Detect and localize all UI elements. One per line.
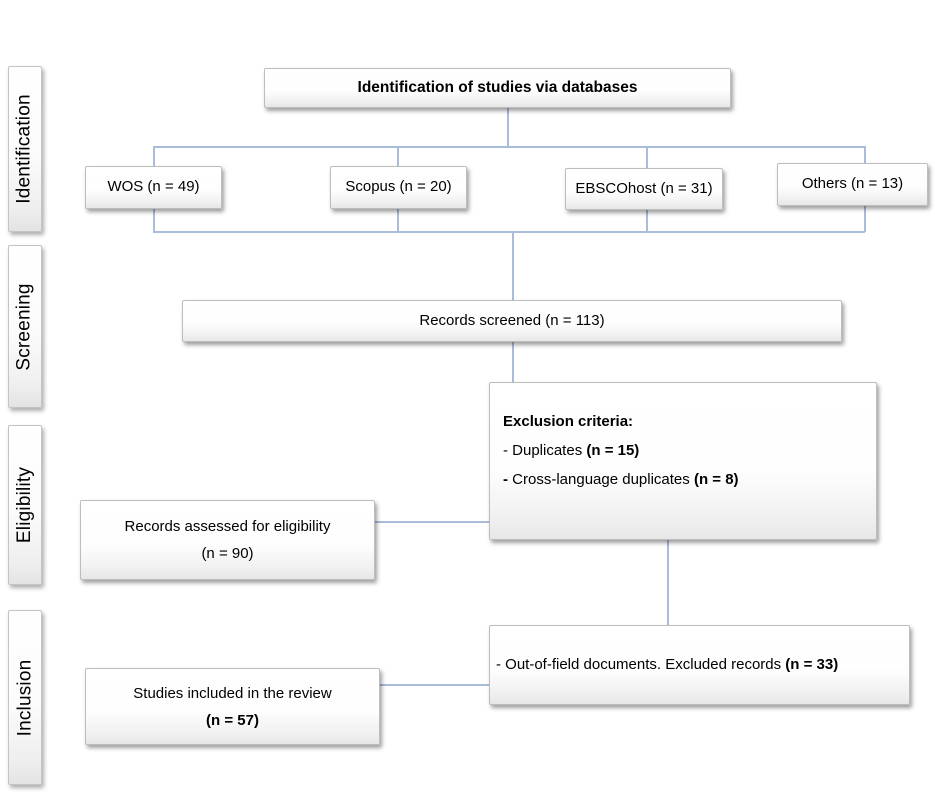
records-screened-label: Records screened (n = 113) [419,311,605,329]
database-box-others-label: Others (n = 13) [801,175,904,193]
stage-identification: Identification [8,66,42,232]
connector-mid-horizontal [153,231,865,233]
stage-identification-label: Identification [14,94,36,204]
studies-included-line1: Studies included in the review [133,684,332,702]
exclusion-criteria-content: Exclusion criteria: - Duplicates (n = 15… [490,383,876,494]
stage-inclusion: Inclusion [8,610,42,785]
exclusion-criteria-heading: Exclusion criteria: [503,413,634,430]
exclusion-criteria-box: Exclusion criteria: - Duplicates (n = 15… [489,382,877,540]
stage-eligibility-label: Eligibility [14,466,35,544]
records-assessed-line1: Records assessed for eligibility [124,518,331,535]
database-box-others: Others (n = 13) [777,163,928,206]
database-box-ebscohost: EBSCOhost (n = 31) [565,168,723,210]
records-assessed-box: Records assessed for eligibility (n = 90… [80,500,375,580]
connector-title-stub [507,108,509,147]
database-box-ebscohost-label: EBSCOhost (n = 31) [575,179,713,197]
connector-eligibility-horizontal [372,521,492,523]
exclusion-item-duplicates: - Duplicates (n = 15) [503,442,640,459]
title-box-label: Identification of studies via databases [357,78,638,96]
connector-exclusion-vertical [667,539,669,626]
connector-top-horizontal [153,146,865,148]
stage-inclusion-label: Inclusion [14,659,36,736]
database-box-scopus: Scopus (n = 20) [330,166,467,209]
studies-included-box: Studies included in the review (n = 57) [85,668,380,745]
records-screened-box: Records screened (n = 113) [182,300,842,342]
studies-included-line2: (n = 57) [206,711,259,729]
out-of-field-box: - Out-of-field documents. Excluded recor… [489,625,910,705]
database-box-scopus-label: Scopus (n = 20) [345,178,452,196]
out-of-field-text: - Out-of-field documents. Excluded recor… [496,655,839,673]
stage-screening-label: Screening [14,282,36,371]
exclusion-item-cross-language: - Cross-language duplicates (n = 8) [503,471,739,488]
database-box-wos-label: WOS (n = 49) [107,178,200,196]
stage-screening: Screening [8,245,42,408]
database-box-wos: WOS (n = 49) [85,166,222,209]
connector-included-horizontal [377,684,492,686]
title-box: Identification of studies via databases [264,68,731,108]
stage-eligibility: Eligibility [8,425,42,585]
records-assessed-line2: (n = 90) [201,545,254,562]
